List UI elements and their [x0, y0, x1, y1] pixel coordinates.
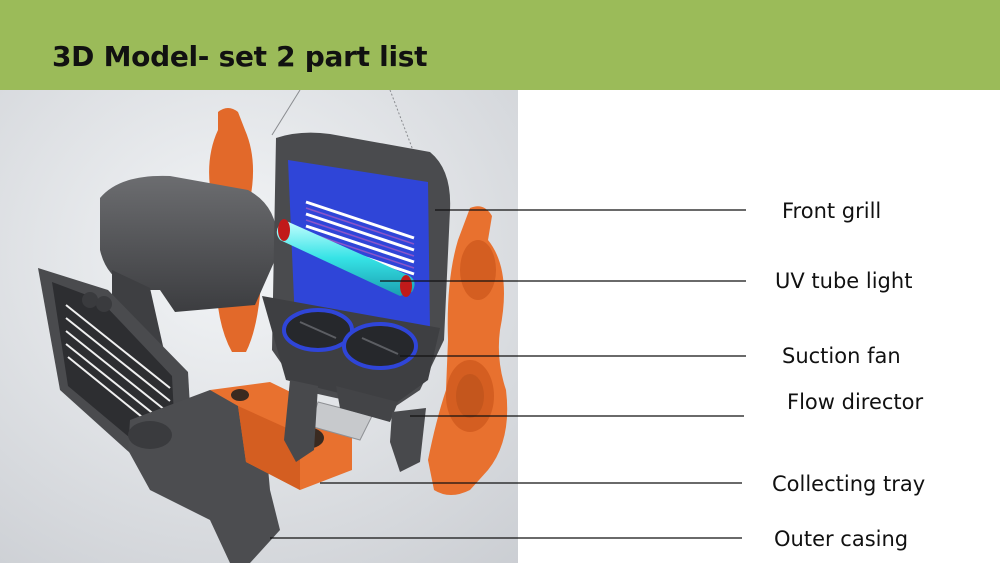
support-leg-left	[284, 380, 318, 462]
part-label-outer-casing: Outer casing	[774, 527, 909, 551]
part-label-flow-director: Flow director	[787, 390, 924, 414]
part-label-uv-tube-light: UV tube light	[775, 269, 913, 293]
part-label-front-grill: Front grill	[782, 199, 882, 223]
exploded-model-image	[0, 90, 518, 563]
uv-tube	[276, 220, 415, 296]
slide-title: 3D Model- set 2 part list	[52, 40, 428, 73]
title-bar	[0, 0, 1000, 90]
part-label-collecting-tray: Collecting tray	[772, 472, 926, 496]
part-label-suction-fan: Suction fan	[782, 344, 901, 368]
hanging-wire-left	[271, 90, 301, 136]
drum-housing	[100, 175, 278, 312]
support-leg-right	[390, 408, 426, 472]
